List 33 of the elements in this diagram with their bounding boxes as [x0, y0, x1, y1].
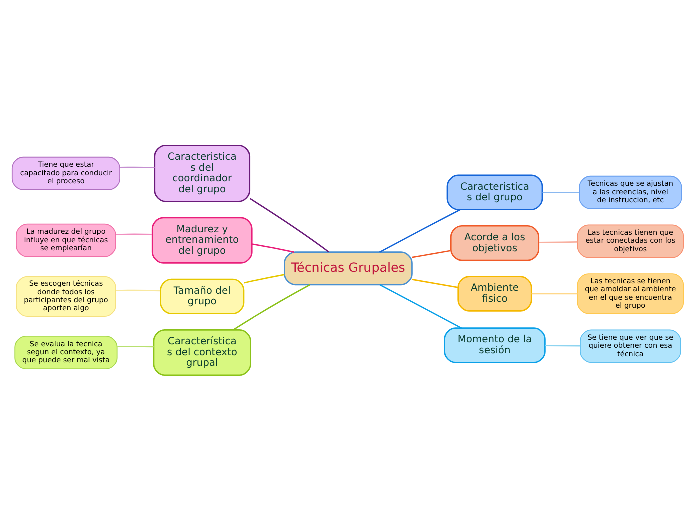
node-box: Las tecnicas se tienen que amoldar al ambiente en el que se encuentra el grupo — [577, 273, 684, 314]
node-box: Características del contexto grupal — [153, 328, 252, 376]
node-box: Caracteristicas del coordinador del grupo — [154, 144, 251, 202]
node-box: Tiene que estar capacitado para conducir el proceso — [12, 156, 120, 190]
connector — [412, 250, 451, 258]
connector — [250, 198, 330, 252]
node-box: Tecnicas que se ajustan a las creencias, nivel de instruccion, etc — [579, 175, 682, 209]
connector — [118, 345, 154, 348]
connector — [116, 289, 160, 292]
node-box: Técnicas Grupales — [284, 251, 413, 286]
connector — [380, 208, 461, 252]
connector — [120, 166, 155, 168]
node-box: Caracteristicas del grupo — [446, 174, 544, 210]
node-box: La madurez del grupo influye en que técnicas se emplearían — [16, 223, 116, 257]
connector — [545, 344, 580, 346]
connector — [542, 191, 580, 193]
node-box: Las tecnicas tienen que estar conectadas con los objetivos — [577, 224, 684, 258]
node-box: Acorde a los objetivos — [450, 224, 540, 261]
node-box: Se tiene que ver que se quiere obtener con esa técnica — [580, 329, 682, 363]
node-box: Momento de la sesión — [444, 327, 546, 363]
connector — [380, 284, 462, 328]
connector — [412, 278, 458, 288]
connector — [233, 284, 310, 330]
node-box: Se escogen técnicas donde todos los participantes del grupo aporten algo — [16, 276, 116, 317]
connector — [116, 233, 152, 235]
node-box: Madurez y entrenamiento del grupo — [152, 216, 253, 264]
connector — [252, 243, 294, 252]
node-box: Ambiente fisico — [458, 276, 532, 312]
connector — [244, 274, 285, 284]
node-box: Tamaño del grupo — [160, 278, 245, 314]
connector — [532, 292, 578, 294]
node-box: Se evalua la tecnica segun el contexto, ya que puede ser mal vista — [14, 336, 118, 369]
connector — [538, 241, 578, 243]
